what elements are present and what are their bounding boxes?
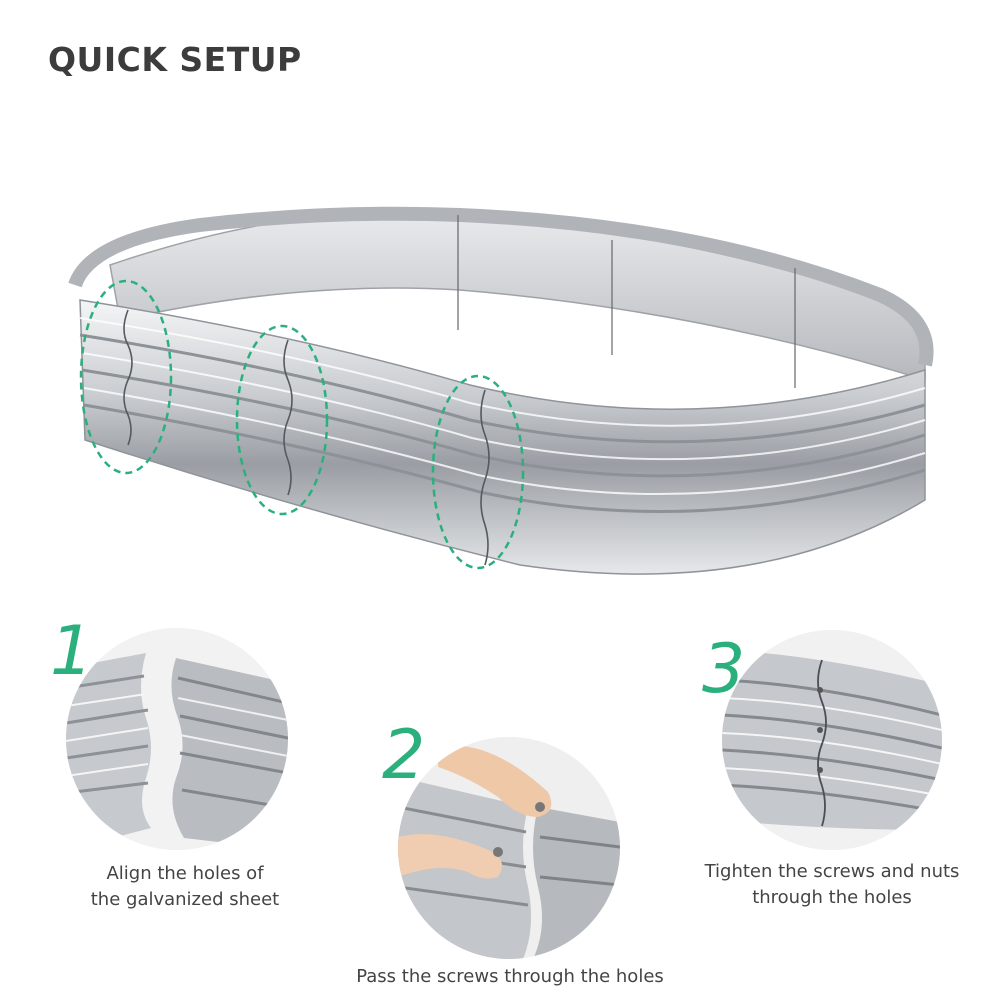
step-2-photo bbox=[398, 737, 620, 959]
step-2-number: 2 bbox=[382, 716, 426, 795]
front-wall bbox=[79, 299, 926, 575]
step-3-photo bbox=[722, 630, 942, 850]
seam-highlight-1 bbox=[79, 279, 173, 475]
left-sheet bbox=[66, 653, 151, 850]
right-sheet bbox=[171, 658, 288, 850]
seam-highlight-3 bbox=[431, 374, 525, 570]
hand-bottom bbox=[398, 834, 502, 879]
step-1-photo bbox=[66, 628, 288, 850]
garden-bed-illustration bbox=[0, 170, 1000, 610]
hand-top bbox=[438, 745, 552, 817]
step-1-caption: Align the holes of the galvanized sheet bbox=[90, 863, 280, 910]
seam-highlight-2 bbox=[235, 324, 329, 516]
page-title: QUICK SETUP bbox=[48, 40, 302, 79]
step-2-caption: Pass the screws through the holes bbox=[356, 966, 664, 987]
step-3-caption: Tighten the screws and nuts through the … bbox=[704, 861, 960, 908]
